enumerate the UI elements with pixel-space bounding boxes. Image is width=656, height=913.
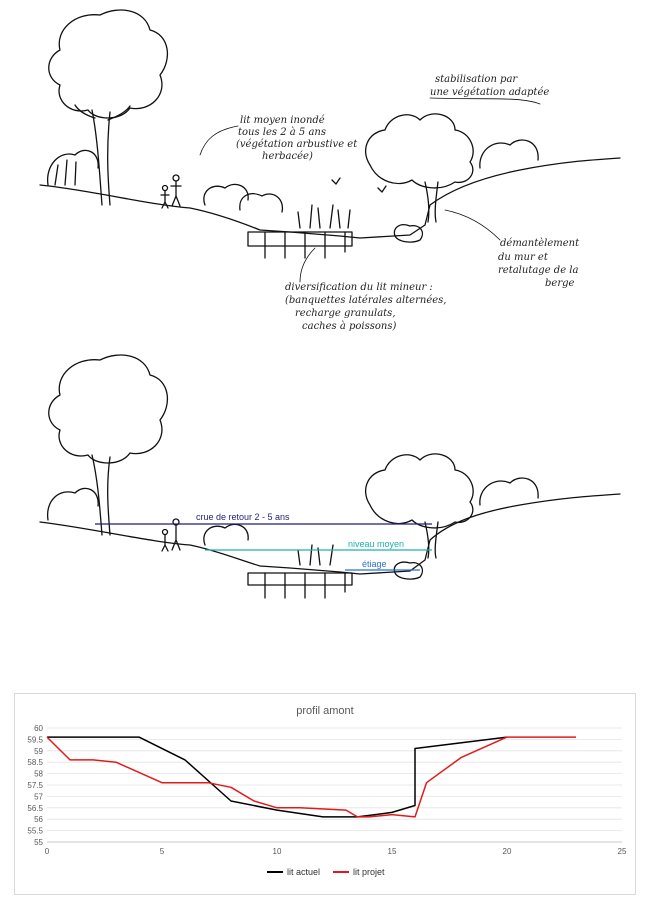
y-tick-label: 59 xyxy=(34,747,43,756)
x-tick-label: 0 xyxy=(45,847,50,856)
tree-right-bottom-icon xyxy=(365,453,474,559)
annotation-demantelement: démantèlement du mur et retalutage de la… xyxy=(498,238,582,289)
sketch-top xyxy=(39,9,621,283)
banquette-bottom xyxy=(247,572,353,586)
level-label-etiage: étiage xyxy=(362,559,387,569)
y-tick-label: 58 xyxy=(34,770,43,779)
stakes-bottom xyxy=(264,572,346,599)
chart-legend: lit actuel lit projet xyxy=(267,867,385,877)
sketch-bottom xyxy=(39,354,621,599)
y-tick-label: 60 xyxy=(34,724,43,733)
chart-title: profil amont xyxy=(296,705,353,717)
bush-right-bottom-icon xyxy=(479,477,539,506)
y-tick-label: 57 xyxy=(34,792,43,801)
sketch-area: lit moyen inondé tous les 2 à 5 ans (vég… xyxy=(39,9,621,599)
x-tick-label: 15 xyxy=(388,847,397,856)
level-label-crue: crue de retour 2 - 5 ans xyxy=(196,512,290,522)
leader-demantelement xyxy=(444,209,501,241)
level-label-moyen: niveau moyen xyxy=(348,539,404,549)
bush-left-icon xyxy=(47,149,99,186)
chart-grid xyxy=(47,727,622,843)
people-icon xyxy=(160,174,182,209)
leader-stabilisation xyxy=(429,97,541,105)
vegetation-middle-icon xyxy=(203,183,351,229)
chart-series xyxy=(46,736,576,818)
bird-icon xyxy=(331,177,387,193)
x-tick-label: 5 xyxy=(160,847,165,856)
y-tick-label: 56.5 xyxy=(27,804,43,813)
annotation-diversification: diversification du lit mineur : (banquet… xyxy=(285,282,450,332)
profile-chart: profil amont 5555.55656.55757.55858.5595… xyxy=(27,705,627,877)
vegetation-middle-bottom-icon xyxy=(203,523,334,566)
tree-left-bottom-icon xyxy=(48,354,169,536)
x-tick-label: 10 xyxy=(273,847,282,856)
y-tick-label: 56 xyxy=(34,815,43,824)
y-tick-label: 57.5 xyxy=(27,781,43,790)
series-line-0 xyxy=(47,736,508,818)
annotation-stabilisation: stabilisation par une végétation adaptée xyxy=(430,74,549,98)
tree-left-icon xyxy=(48,9,169,206)
leader-diversification xyxy=(299,247,316,283)
tree-right-icon xyxy=(365,113,474,223)
bush-left-bottom-icon xyxy=(47,487,99,521)
y-tick-label: 55.5 xyxy=(27,827,43,836)
y-tick-label: 59.5 xyxy=(27,735,43,744)
leader-lit-moyen xyxy=(199,125,239,156)
ground-profile-top xyxy=(39,157,621,239)
chart-axes: 55 55.5 56 56.5 57 57.5 58 58.5 59 59.5 60 0 5 10 15 20… xyxy=(27,724,627,856)
water-levels: crue de retour 2 - 5 ans niveau moyen ét… xyxy=(95,512,432,571)
legend-label-1: lit projet xyxy=(353,867,385,877)
series-line-1 xyxy=(46,736,576,818)
x-tick-label: 20 xyxy=(503,847,512,856)
bush-right-icon xyxy=(479,139,539,169)
annotation-lit-moyen: lit moyen inondé tous les 2 à 5 ans (vég… xyxy=(236,115,360,162)
legend-label-0: lit actuel xyxy=(287,867,320,877)
rocks-top xyxy=(393,224,424,243)
x-tick-label: 25 xyxy=(618,847,627,856)
y-tick-label: 58.5 xyxy=(27,758,43,767)
banquette-top xyxy=(247,231,353,247)
people-bottom-icon xyxy=(161,518,181,552)
rocks-bottom xyxy=(393,561,424,580)
stakes-top xyxy=(264,231,346,259)
y-tick-label: 55 xyxy=(34,838,43,847)
